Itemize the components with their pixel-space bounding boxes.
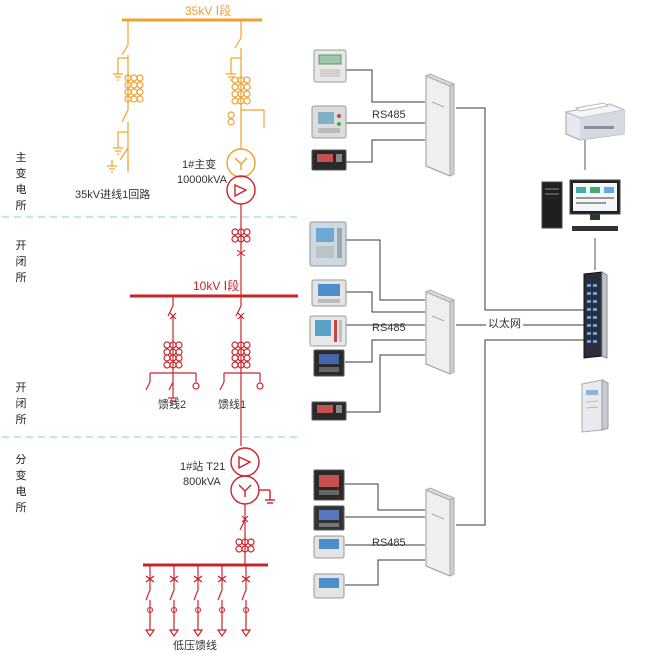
station-transformer-name: 1#站 T21 (180, 461, 226, 473)
meter-device (311, 149, 347, 171)
converter-device (424, 73, 456, 177)
feeder-2-branch (145, 296, 197, 392)
meter-device (313, 349, 345, 377)
ethernet-switch-icon (583, 271, 608, 359)
printer-icon (564, 102, 626, 141)
ethernet-label: 以太网 (486, 318, 523, 330)
converter-device (424, 487, 456, 577)
main-transformer-rating: 10000kVA (177, 174, 227, 186)
feeder-1-label: 馈线1 (218, 399, 247, 411)
feeder-1-branch (219, 296, 261, 446)
ups-cabinet-icon (581, 379, 609, 433)
station-transformer-rating: 800kVA (183, 476, 221, 488)
meter-device (313, 573, 345, 599)
incoming-line-35kv (117, 20, 129, 172)
feeder-2-label: 馈线2 (158, 399, 187, 411)
station-transformer-symbol (230, 447, 275, 505)
main-transformer-branch (230, 20, 265, 150)
protection-relay-device (311, 105, 347, 139)
bus-10kv-label: 10kV Ⅰ段 (193, 279, 240, 293)
meter-device (313, 469, 345, 501)
rs485-label-1: RS485 (372, 109, 406, 121)
section-label-open1: 开闭所 (15, 240, 27, 284)
main-transformer-name: 1#主变 (182, 159, 217, 171)
meter-device (313, 535, 345, 559)
computer-icon (541, 179, 621, 231)
section-label-sub: 分变电所 (15, 454, 27, 514)
protection-relay-device (309, 221, 347, 267)
lv-feed-line (239, 504, 249, 565)
meter-device (313, 49, 347, 83)
section-label-open2: 开闭所 (15, 382, 27, 426)
bus-35kv-label: 35kV Ⅰ段 (185, 4, 232, 18)
converter-device (424, 289, 456, 375)
incoming-line-label: 35kV进线1回路 (75, 189, 151, 201)
rs485-label-3: RS485 (372, 537, 406, 549)
lv-feeder-branches (144, 565, 252, 638)
main-transformer-symbol (226, 148, 256, 205)
meter-device (311, 279, 347, 307)
meter-device (311, 401, 347, 421)
lv-feeders-label: 低压馈线 (173, 640, 217, 652)
section-label-main: 主变电所 (15, 152, 27, 212)
rs485-label-2: RS485 (372, 322, 406, 334)
protection-relay-device (309, 315, 347, 347)
meter-device (313, 505, 345, 531)
